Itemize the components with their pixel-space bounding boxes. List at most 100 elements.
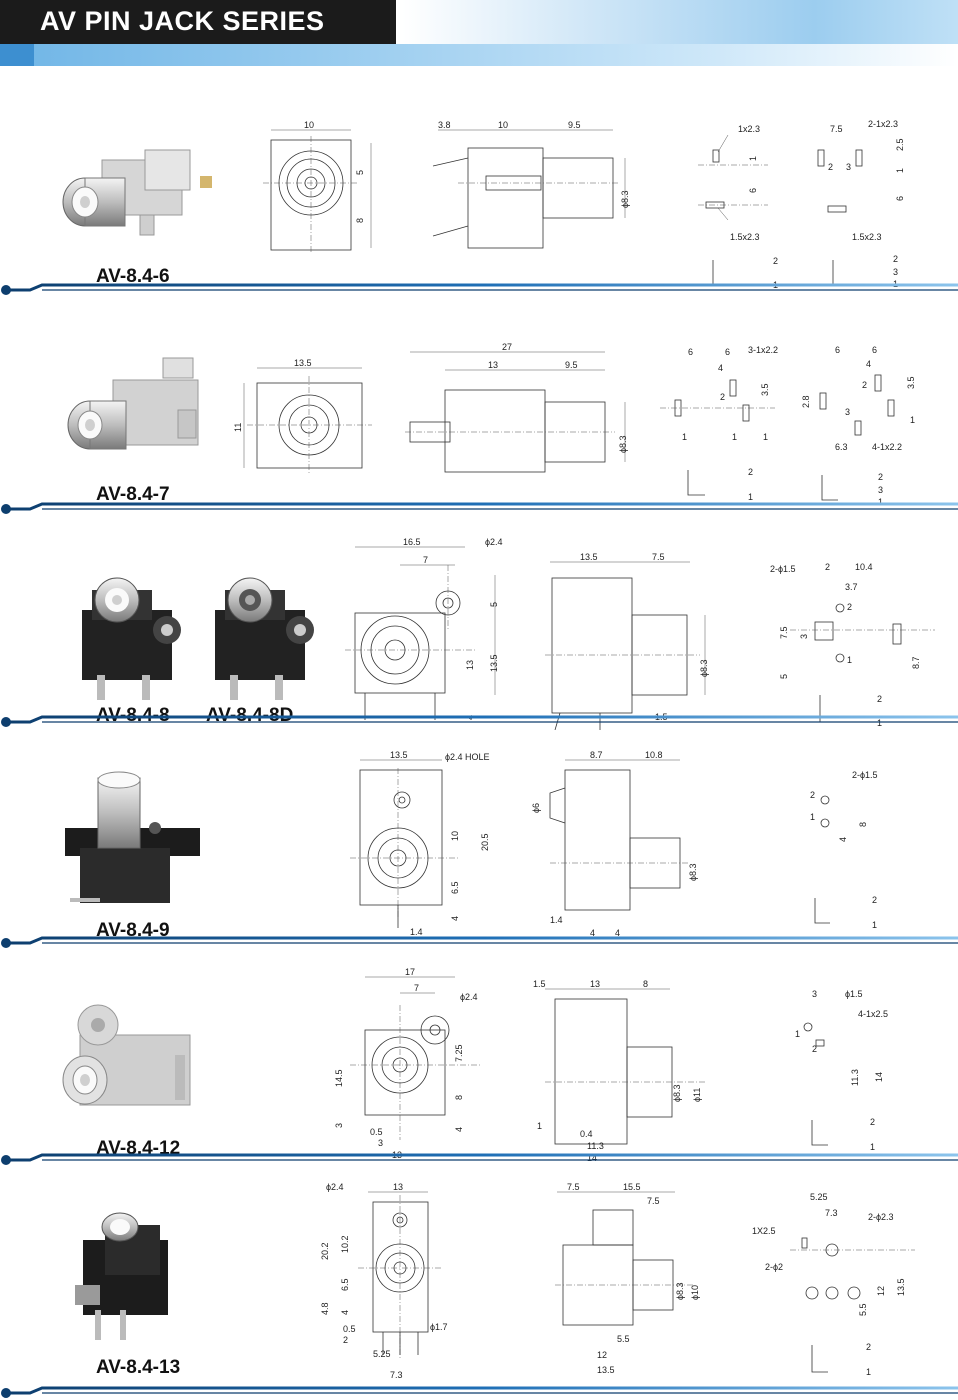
dimension-label: 2-ϕ1.5 [852, 770, 878, 780]
dimension-label: 1 [537, 1121, 542, 1131]
dimension-label: 5 [779, 674, 789, 679]
dimension-label: 10 [304, 120, 314, 130]
dimension-label: 6 [872, 345, 877, 355]
dimension-label: 1 [870, 1142, 875, 1152]
dimension-label: ϕ8.3 [699, 659, 709, 677]
dimension-label: 5 [489, 602, 499, 607]
dimension-label: 7.5 [779, 626, 789, 639]
dimension-label: 4 [454, 1127, 464, 1132]
product-photo [62, 149, 212, 236]
product-photo-alt [215, 577, 314, 700]
dimension-label: ϕ8.3 [672, 1084, 682, 1102]
dimension-label: 1 [877, 718, 882, 728]
dimension-label: 2 [343, 1335, 348, 1345]
dimension-label: 15.5 [623, 1182, 641, 1192]
banner-stripe [0, 44, 958, 66]
front-view-drawing: 10 5 8 [263, 120, 372, 253]
dimension-label: 1 [810, 812, 815, 822]
dimension-label: ϕ1.5 [845, 989, 863, 999]
dimension-label: 27 [502, 342, 512, 352]
section-av-8-4-6: AV-8.4-6 10 5 8 3.8 10 9.5 ϕ8.3 1x2.3 1 … [0, 100, 958, 305]
side-view-drawing: 13.5 7.5 ϕ8.3 1.5 [545, 552, 709, 730]
dimension-label: ϕ8.3 [675, 1282, 685, 1300]
front-view-drawing: 13.5 11 [233, 358, 372, 473]
dimension-label: 2 [893, 254, 898, 264]
dimension-label: 7 [423, 555, 428, 565]
dimension-label: 11.3 [587, 1141, 604, 1151]
dimension-label: 1 [748, 492, 753, 502]
dimension-label: 6.3 [835, 442, 848, 452]
dimension-label: ϕ10 [690, 1285, 700, 1300]
dimension-label: 9.5 [565, 360, 578, 370]
dimension-label: 1 [895, 168, 905, 173]
section-av-8-4-12: AV-8.4-12 17 7 ϕ2.4 14.5 7.25 8 3 4 0.5 … [0, 965, 958, 1175]
section-av-8-4-7: AV-8.4-7 13.5 11 27 13 9.5 ϕ8.3 6 6 4 3-… [0, 330, 958, 525]
section-divider [1, 936, 958, 948]
dimension-label: 6 [895, 196, 905, 201]
dimension-label: 13 [488, 360, 498, 370]
dimension-label: 6 [835, 345, 840, 355]
dimension-label: 14.5 [334, 1069, 344, 1087]
dimension-label: 1 [682, 432, 687, 442]
dimension-label: 16.5 [403, 537, 421, 547]
dimension-label: 2.5 [895, 138, 905, 151]
side-view-drawing: 3.8 10 9.5 ϕ8.3 [432, 120, 630, 249]
dimension-label: 13 [465, 660, 475, 670]
dimension-label: 1 [795, 1029, 800, 1039]
dimension-label: 2 [828, 162, 833, 172]
dimension-label: 2 [748, 467, 753, 477]
dimension-label: 10 [450, 831, 460, 841]
side-view-drawing: 1.5 13 8 ϕ8.3 ϕ11 1 0.4 11.3 14 [533, 979, 705, 1163]
dimension-label: 7.5 [830, 124, 843, 134]
dimension-label: 0.5 [370, 1127, 383, 1137]
product-photo [62, 1004, 191, 1106]
dimension-label: 5 [355, 170, 365, 175]
dimension-label: ϕ1.7 [430, 1322, 448, 1332]
model-label: AV-8.4-6 [96, 266, 170, 287]
front-view-drawing: ϕ2.4 13 20.2 10.2 6.5 4.8 4 0.5 2 ϕ1.7 5… [320, 1182, 448, 1380]
section-divider [1, 1386, 958, 1398]
dimension-label: 10.4 [855, 562, 873, 572]
pcb-layout-drawing-alt: 6 6 4 3.5 2.8 2 3 1 6.3 4-1x2.2 2 3 1 [801, 345, 916, 507]
dimension-label: 1X2.5 [752, 1226, 776, 1236]
dimension-label: 4 [340, 1310, 350, 1315]
dimension-label: 3 [378, 1138, 383, 1148]
dimension-label: 1.5x2.3 [730, 232, 760, 242]
dimension-label: 4 [615, 928, 620, 938]
dimension-label: 3 [812, 989, 817, 999]
dimension-label: 2 [866, 1342, 871, 1352]
dimension-label: 1 [763, 432, 768, 442]
section-av-8-4-9: AV-8.4-9 13.5 ϕ2.4 HOLE 10 20.5 6.5 4 1.… [0, 748, 958, 958]
front-view-drawing: 16.5 ϕ2.4 7 5 13 13.5 4 [345, 537, 503, 720]
dimension-label: ϕ8.3 [618, 435, 628, 453]
dimension-label: ϕ2.4 [326, 1182, 344, 1192]
dimension-label: 4-1x2.2 [872, 442, 902, 452]
dimension-label: 2 [810, 790, 815, 800]
dimension-label: 8 [355, 218, 365, 223]
side-view-drawing: 7.5 15.5 7.5 ϕ8.3 ϕ10 5.5 12 13.5 [555, 1182, 700, 1375]
dimension-label: 2 [878, 472, 883, 482]
pcb-layout-drawing: 3 ϕ1.5 4-1x2.5 1 2 11.3 14 2 1 [795, 989, 888, 1152]
dimension-label: 7.5 [652, 552, 665, 562]
dimension-label: 1x2.3 [738, 124, 760, 134]
dimension-label: 3.5 [906, 376, 916, 389]
model-label: AV-8.4-9 [96, 920, 170, 941]
dimension-label: 2 [720, 392, 725, 402]
pcb-layout-drawing-alt: 7.5 2-1x2.3 2.5 2 3 1 6 1.5x2.3 2 3 1 [817, 120, 905, 289]
header-banner: AV PIN JACK SERIES [0, 0, 958, 66]
dimension-label: 7.3 [825, 1208, 838, 1218]
dimension-label: 4 [590, 928, 595, 938]
dimension-label: 2 [862, 380, 867, 390]
dimension-label: 6 [688, 347, 693, 357]
pcb-layout-drawing: 2-ϕ1.5 2 1 4 8 2 1 [810, 770, 878, 930]
title-box: AV PIN JACK SERIES [0, 0, 396, 44]
dimension-label: ϕ2.4 HOLE [445, 752, 490, 762]
dimension-label: 2 [872, 895, 877, 905]
dimension-label: 20.2 [320, 1242, 330, 1260]
pcb-layout-drawing: 2-ϕ1.5 2 10.4 3.7 2 7.5 3 5 1 8.7 2 1 [770, 562, 935, 728]
dimension-label: 13.5 [390, 750, 408, 760]
dimension-label: 2 [870, 1117, 875, 1127]
dimension-label: 3.7 [845, 582, 858, 592]
side-view-drawing: 27 13 9.5 ϕ8.3 [405, 342, 628, 473]
dimension-label: 2-ϕ2.3 [868, 1212, 894, 1222]
